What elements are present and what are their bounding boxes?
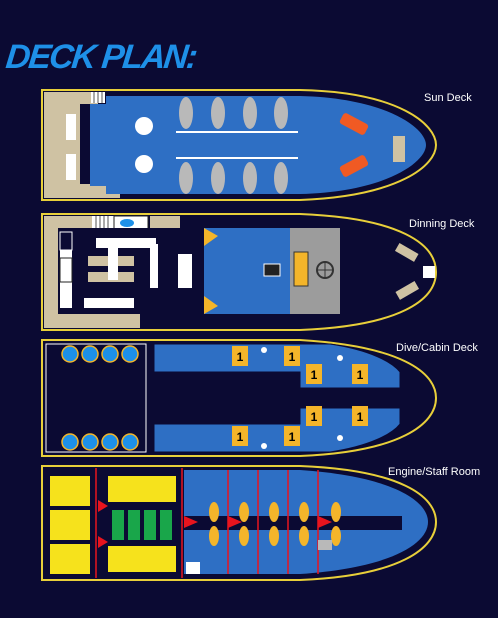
sun-deck-wood-area [44, 92, 120, 198]
sun-deck [41, 89, 438, 201]
cabin-markers [232, 346, 368, 446]
cabin-number: 1 [357, 410, 364, 424]
dining-deck-label: Dinning Deck [409, 218, 475, 230]
cabin-number: 1 [311, 368, 318, 382]
cabin-number: 1 [311, 410, 318, 424]
engine-staff-deck [41, 465, 438, 581]
dining-deck [41, 213, 438, 331]
round-table [135, 117, 153, 135]
sun-lounger [66, 154, 76, 180]
round-table [135, 155, 153, 173]
engine-staff-room-label: Engine/Staff Room [388, 466, 481, 478]
cabin-number: 1 [357, 368, 364, 382]
cabin-number: 1 [289, 430, 296, 444]
cabin-number: 1 [289, 350, 296, 364]
dive-cabin-deck-label: Dive/Cabin Deck [396, 342, 478, 354]
sun-deck-floor [90, 96, 426, 194]
sun-lounger [66, 114, 76, 140]
cabin-number: 1 [237, 350, 244, 364]
dive-cabin-deck [41, 339, 438, 457]
cabin-number-labels: 1 1 1 1 1 1 1 1 [237, 350, 364, 444]
sun-deck-label: Sun Deck [424, 92, 472, 104]
cabin-number: 1 [237, 430, 244, 444]
